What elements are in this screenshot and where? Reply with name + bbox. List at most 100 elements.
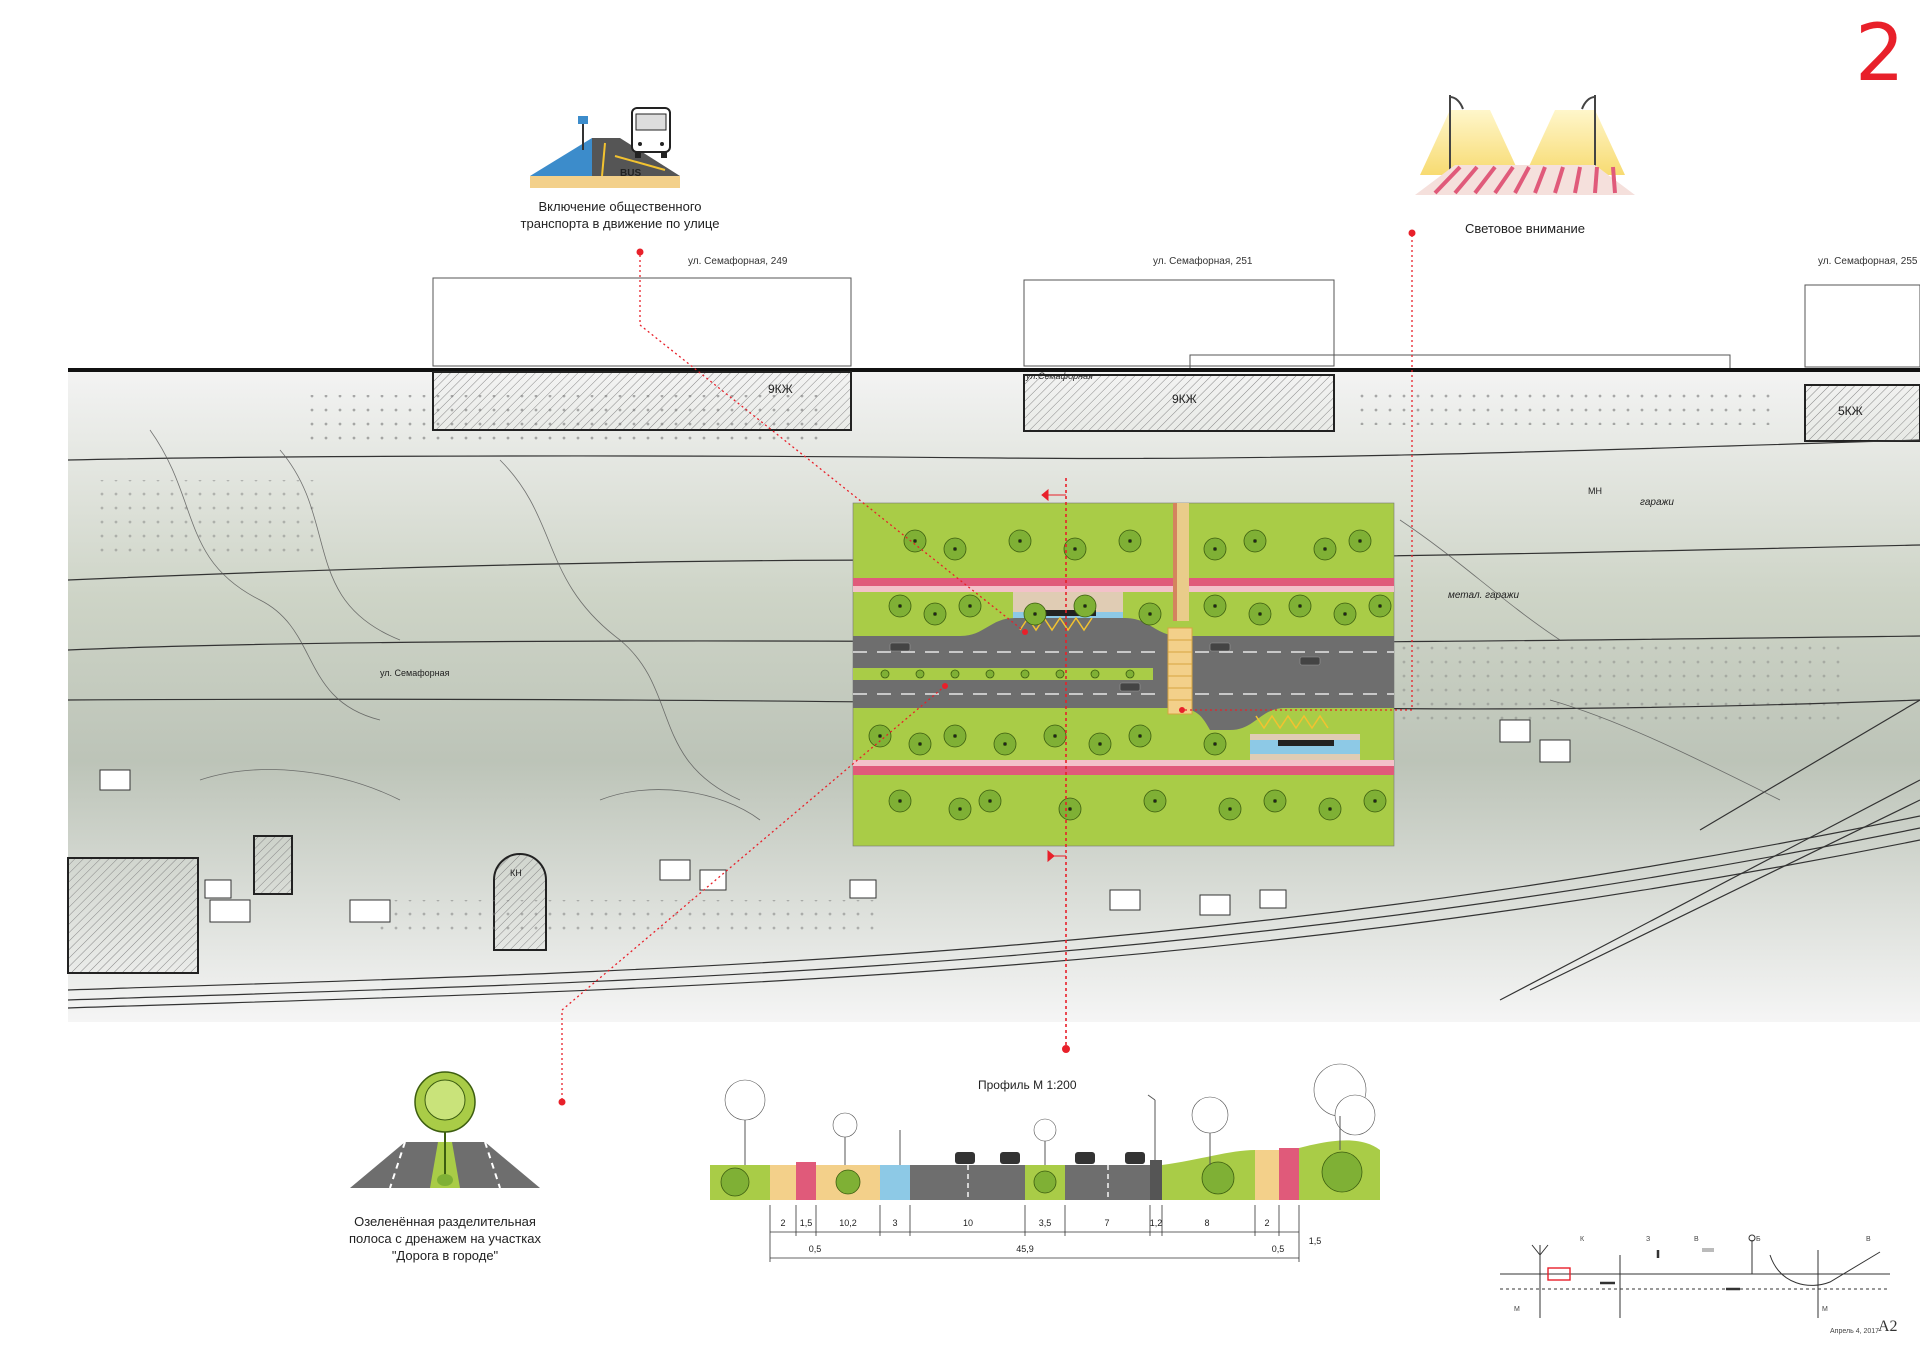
dim-seg-5: 3,5 — [1038, 1218, 1052, 1228]
dim-sub-2: 0,5 — [1271, 1244, 1285, 1254]
key-map — [1500, 1234, 1890, 1318]
tree-trunk — [1273, 799, 1278, 804]
bus-icon-label: BUS — [620, 168, 642, 179]
transit-caption: Включение общественного транспорта в дви… — [520, 198, 720, 232]
greenbelt-caption: Озеленённая разделительная полоса с дрен… — [330, 1213, 560, 1264]
median-tree — [880, 669, 890, 679]
dim-seg-0: 2 — [780, 1218, 786, 1228]
green-median-icon — [350, 1071, 540, 1189]
greenbelt-caption-line1: Озеленённая разделительная — [354, 1214, 536, 1229]
tree-trunk — [933, 612, 938, 617]
mn-label: МН — [1588, 486, 1602, 496]
address-255: ул. Семафорная, 255 — [1818, 256, 1918, 267]
tree-trunk — [1253, 539, 1258, 544]
tree-trunk — [1378, 604, 1383, 609]
keymap-label-v: В — [1694, 1236, 1699, 1243]
median-tree — [1090, 669, 1100, 679]
tree-trunk — [958, 807, 963, 812]
tree-trunk — [1073, 547, 1078, 552]
sheet-number: 2 — [1855, 9, 1905, 99]
tree-trunk — [1018, 539, 1023, 544]
tree-trunk — [1213, 604, 1218, 609]
section-line — [1041, 478, 1070, 1053]
tree-trunk — [968, 604, 973, 609]
dim-seg-1: 1,5 — [799, 1218, 813, 1228]
dim-seg-6: 7 — [1104, 1218, 1110, 1228]
metal-garages-label: метал. гаражи — [1448, 590, 1520, 601]
median-tree — [915, 669, 925, 679]
tree-trunk — [1358, 539, 1363, 544]
road-profile — [710, 1063, 1380, 1262]
tree-trunk — [878, 734, 883, 739]
building-label-2: 9КЖ — [1172, 392, 1197, 406]
dim-sub-1: 45,9 — [1016, 1244, 1034, 1254]
tree-trunk — [1033, 612, 1038, 617]
design-plan-insert — [852, 502, 1395, 847]
street-light-icon — [1415, 95, 1635, 195]
street-label-2: ул. Семафорная — [380, 668, 450, 678]
transit-caption-line1: Включение общественного — [538, 199, 702, 214]
profile-title: Профиль М 1:200 — [978, 1078, 1077, 1092]
dim-seg-3: 3 — [892, 1218, 898, 1228]
building-label-1: 9КЖ — [768, 382, 793, 396]
sheet-date: Апрель 4, 2017 — [1830, 1328, 1880, 1335]
keymap-label-z: З — [1646, 1236, 1651, 1243]
tree-trunk — [988, 799, 993, 804]
building-label-3: 5КЖ — [1838, 404, 1863, 418]
trees — [868, 529, 1392, 821]
buildings-above — [432, 277, 1920, 370]
tree-trunk — [898, 799, 903, 804]
tree-trunk — [1053, 734, 1058, 739]
bus-icon — [530, 107, 680, 188]
tree-trunk — [1213, 742, 1218, 747]
lighting-caption: Световое внимание — [1464, 221, 1585, 236]
greenbelt-caption-line2: полоса с дренажем на участках — [348, 1231, 541, 1246]
tree-trunk — [1148, 612, 1153, 617]
sheet-code: A2 — [1878, 1318, 1898, 1335]
address-249: ул. Семафорная, 249 — [688, 256, 788, 267]
tree-trunk — [1128, 539, 1133, 544]
median-tree — [985, 669, 995, 679]
address-251: ул. Семафорная, 251 — [1153, 256, 1253, 267]
dim-seg-10: 1,5 — [1308, 1236, 1322, 1246]
leader-lines — [561, 235, 1413, 1100]
tree-trunk — [1153, 799, 1158, 804]
median-tree — [1020, 669, 1030, 679]
tree-trunk — [1298, 604, 1303, 609]
dim-seg-9: 2 — [1264, 1218, 1270, 1228]
transit-caption-line2: транспорта в движение по улице — [520, 216, 720, 231]
keymap-label-b: Б — [1756, 1236, 1761, 1243]
dim-seg-7: 1,2 — [1149, 1218, 1163, 1228]
greenbelt-caption-line3: "Дорога в городе" — [391, 1248, 499, 1263]
tree-trunk — [1138, 734, 1143, 739]
tree-trunk — [913, 539, 918, 544]
tree-trunk — [953, 734, 958, 739]
keymap-label-m2: М — [1822, 1306, 1828, 1313]
tree-trunk — [1098, 742, 1103, 747]
tree-trunk — [1373, 799, 1378, 804]
tree-trunk — [1228, 807, 1233, 812]
street-label-1: ул.Семафорная — [1026, 371, 1093, 381]
garages-label: гаражи — [1640, 497, 1674, 508]
tree-trunk — [953, 547, 958, 552]
tree-trunk — [1083, 604, 1088, 609]
median-tree — [1055, 669, 1065, 679]
keymap-label-m1: М — [1514, 1306, 1520, 1313]
dim-seg-8: 8 — [1204, 1218, 1210, 1228]
kn-label: КН — [510, 868, 522, 878]
tree-trunk — [898, 604, 903, 609]
tree-trunk — [1343, 612, 1348, 617]
tree-trunk — [1323, 547, 1328, 552]
dim-sub-0: 0,5 — [808, 1244, 822, 1254]
tree-trunk — [1068, 807, 1073, 812]
median-tree — [950, 669, 960, 679]
dim-seg-2: 10,2 — [839, 1218, 857, 1228]
tree-trunk — [1328, 807, 1333, 812]
keymap-label-v2: В — [1866, 1236, 1871, 1243]
median-tree — [1125, 669, 1135, 679]
dim-seg-4: 10 — [962, 1218, 973, 1228]
tree-trunk — [1003, 742, 1008, 747]
tree-trunk — [918, 742, 923, 747]
keymap-label-k: К — [1580, 1236, 1585, 1243]
